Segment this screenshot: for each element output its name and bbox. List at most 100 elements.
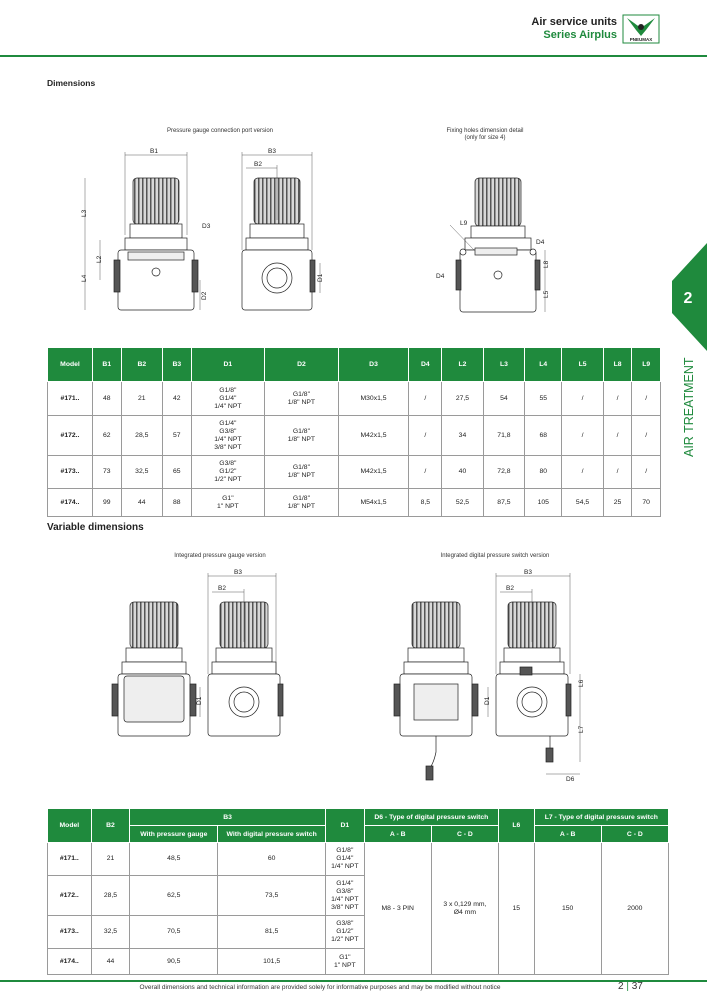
cell-line: G1/4" — [219, 419, 237, 427]
cell-b2: 32,5 — [90, 915, 131, 949]
cell-b2: 21 — [90, 842, 131, 876]
caption-gauge-port: Pressure gauge connection port version — [166, 128, 274, 134]
cell-line: G3/8" — [336, 920, 354, 927]
company-logo: PNEUMAX — [622, 14, 660, 44]
cell-l8: / — [602, 381, 633, 416]
cell-b1: 62 — [92, 415, 122, 456]
col-b2: B2 — [120, 347, 164, 382]
cell-b3-gauge: 90,5 — [129, 948, 219, 975]
cell-model: #173.. — [47, 455, 93, 489]
cell-line: 1/2" NPT — [214, 476, 242, 483]
col-l2: L2 — [441, 347, 484, 382]
header-subtitle: Series Airplus — [543, 29, 617, 41]
cell-d4: / — [408, 415, 443, 456]
col2-b3-digital: With digital pressure switch — [217, 825, 326, 843]
header-rule — [0, 55, 707, 57]
cell-line: G1" — [222, 494, 234, 502]
table-row: #174.. 44 90,5 101,5 G1"1" NPT — [47, 948, 669, 975]
dim-d1: D1 — [317, 273, 324, 282]
section-side-text: AIR TREATMENT — [682, 357, 696, 457]
dimensions-table-header: Model B1 B2 B3 D1 D2 D3 D4 L2 L3 L4 L5 L… — [47, 347, 661, 382]
cell-b1: 99 — [92, 488, 122, 517]
cell-l5: / — [561, 455, 604, 489]
cell-line: G1/8" — [336, 847, 354, 854]
header-title: Air service units — [531, 16, 617, 28]
cell-line: G1/4" — [219, 394, 237, 402]
table-row: #171.. 48 21 42 G1/8"G1/4"1/4" NPT G1/8"… — [47, 381, 661, 416]
caption-integrated-gauge: Integrated pressure gauge version — [174, 553, 266, 559]
cell-d1: G1/8"G1/4"1/4" NPT — [324, 842, 365, 876]
cell-line: 1/2" NPT — [331, 936, 359, 943]
dim-b3: B3 — [268, 148, 276, 155]
cell-d2: G1/8"1/8" NPT — [264, 488, 339, 517]
col2-d6-cd: C - D — [430, 825, 500, 843]
cell-b3: 42 — [162, 381, 192, 416]
header-title-block: Air service units Series Airplus — [531, 16, 617, 42]
cell-b3: 57 — [162, 415, 192, 456]
cell-l3: 54 — [482, 381, 526, 416]
cell-model: #172.. — [47, 415, 93, 456]
cell-line: 1/8" NPT — [287, 472, 316, 479]
col-model: Model — [47, 347, 93, 382]
dim-l8: L8 — [543, 260, 550, 268]
cell-b3-gauge: 70,5 — [129, 915, 219, 949]
front-view-regulator — [113, 177, 199, 311]
cell-l6: 15 — [498, 842, 535, 975]
dim2-d1-right: D1 — [484, 696, 491, 705]
switch-side-view — [495, 601, 572, 763]
variable-dimensions-table: Model B2 B3 D1 D6 - Type of digital pres… — [47, 808, 670, 975]
cell-line: 3/8" NPT — [331, 903, 359, 911]
cell-d2: G1/8"1/8" NPT — [264, 455, 339, 489]
section-side-label: AIR TREATMENT — [682, 357, 696, 457]
cell-b3-gauge: 62,5 — [129, 875, 219, 916]
cell-line: G1/2" — [219, 468, 237, 475]
dim2-l7: L7 — [578, 725, 585, 733]
dim2-d1-left: D1 — [196, 696, 203, 705]
cell-line: 1/8" NPT — [287, 435, 316, 443]
cell-l3: 87,5 — [482, 488, 526, 517]
col-d2: D2 — [264, 347, 339, 382]
table-row: #174.. 99 44 88 G1"1" NPT G1/8"1/8" NPT … — [47, 488, 661, 517]
cell-l8: 25 — [602, 488, 633, 517]
cell-b3: 65 — [162, 455, 192, 489]
dim-l3: L3 — [81, 209, 88, 217]
chapter-number: 2 — [684, 290, 693, 307]
cell-l9: 70 — [631, 488, 661, 517]
col-b3: B3 — [162, 347, 192, 382]
cell-l9: / — [631, 415, 661, 456]
dim2-b2-right: B2 — [506, 585, 514, 592]
col2-l7-cd: C - D — [600, 825, 670, 843]
col-b1: B1 — [92, 347, 122, 382]
cell-line: G1/2" — [336, 928, 354, 935]
cell-line: 3/8" NPT — [214, 443, 242, 451]
footer-rule — [0, 980, 707, 982]
dim2-b3-left: B3 — [234, 569, 242, 576]
footer-chapter: 2 — [618, 981, 624, 992]
cell-line: 3 x 0,129 mm, — [443, 900, 487, 908]
logo-text: PNEUMAX — [630, 37, 653, 42]
col-l5: L5 — [561, 347, 604, 382]
chapter-tab: 2 — [672, 243, 707, 351]
dim-l5: L5 — [543, 290, 550, 298]
dim2-d6: D6 — [566, 776, 575, 783]
col2-b2: B2 — [90, 808, 131, 843]
side-view-regulator — [241, 177, 316, 311]
cell-d4: 8,5 — [408, 488, 443, 517]
cell-b2: 21 — [120, 381, 164, 416]
cell-line: G3/8" — [336, 887, 354, 895]
dim-b2: B2 — [254, 161, 262, 168]
cell-d4: / — [408, 455, 443, 489]
table2-header-row1: Model B2 B3 D1 D6 - Type of digital pres… — [47, 808, 670, 843]
dim-d3: D3 — [202, 223, 211, 230]
cell-l7-ab: 150 — [533, 842, 602, 975]
cell-d3: M42x1,5 — [337, 455, 410, 489]
dim-b1: B1 — [150, 148, 158, 155]
cell-b1: 73 — [92, 455, 122, 489]
fixing-holes-view — [455, 177, 541, 313]
col-d4: D4 — [408, 347, 443, 382]
dim-d4-right: D4 — [536, 239, 545, 246]
cell-b2: 28,5 — [90, 875, 131, 916]
caption-size-note: (only for size 4) — [464, 135, 506, 141]
